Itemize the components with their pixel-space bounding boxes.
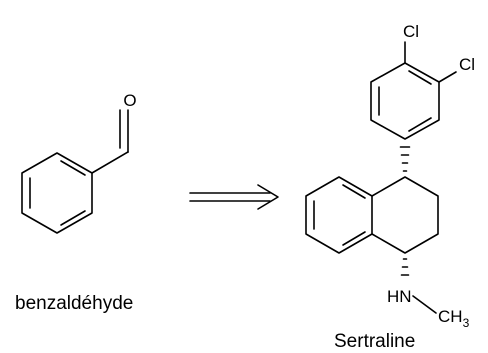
hashed-bond-aryl: [399, 146, 411, 172]
atom-chlorine-top: Cl: [403, 22, 419, 41]
double-line-right-arrow-icon: [189, 184, 279, 210]
aldehyde-c-bond: [91, 151, 129, 174]
tetralin-ring-double-bond: [342, 184, 366, 199]
atom-methyl: CH3: [438, 307, 470, 330]
hashed-bond-amine: [400, 258, 410, 276]
tetralin-ring-outline: [305, 176, 373, 254]
tetralin-ring-double-bond: [342, 231, 366, 246]
benzaldehyde-ring-double-bond: [60, 210, 86, 226]
dichlorophenyl-ring: [370, 62, 440, 140]
chlorine-bond-side: [438, 71, 457, 83]
benzaldehyde-structure: O: [21, 91, 137, 234]
benzaldehyde-label: benzaldéhyde: [15, 293, 133, 314]
sertraline-label: Sertraline: [334, 331, 415, 352]
atom-chlorine-side: Cl: [459, 55, 475, 74]
benzaldehyde-ring-double-bond: [60, 160, 86, 176]
n-methyl-bond: [412, 295, 437, 314]
tetralin-saturated-ring: [371, 176, 439, 254]
benzaldehyde-ring: [21, 152, 93, 234]
atom-oxygen: O: [123, 91, 136, 110]
tetralin-benzene-ring: [305, 176, 373, 254]
dichlorophenyl-double-bond: [408, 117, 432, 132]
dichlorophenyl-double-bond: [408, 70, 432, 85]
benzaldehyde-ring-outline: [21, 152, 93, 234]
dichlorophenyl-ring-outline: [370, 62, 440, 140]
sertraline-structure: Cl Cl HN CH3: [305, 22, 475, 330]
methyl-ch: CH: [438, 307, 463, 326]
methyl-subscript: 3: [463, 316, 470, 330]
atom-nh: HN: [387, 287, 412, 306]
